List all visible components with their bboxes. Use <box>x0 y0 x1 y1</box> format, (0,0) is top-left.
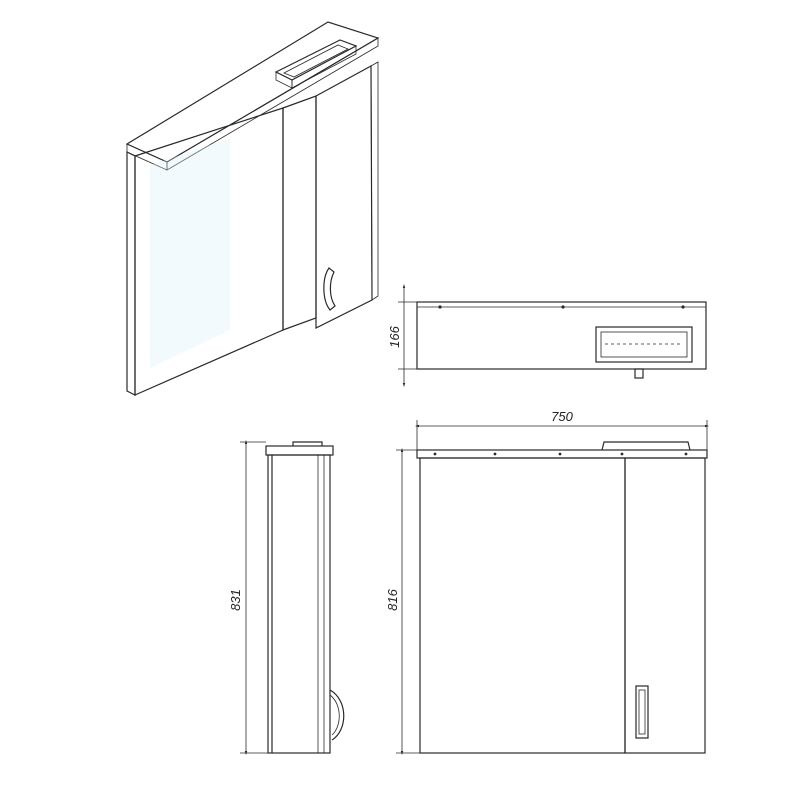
side-view-body <box>267 454 331 754</box>
top-view-lamp <box>595 326 693 363</box>
iso-door-handle-icon <box>323 267 336 311</box>
iso-cabinet-side <box>282 95 317 331</box>
front-view-top-shelf <box>416 449 708 459</box>
side-view-handle-icon <box>329 689 345 741</box>
iso-mirror-edge <box>126 151 136 396</box>
dim-front-width: 750 <box>415 409 709 450</box>
front-view-lamp <box>601 441 691 451</box>
iso-lamp-front <box>275 71 293 89</box>
dim-front-height: 816 <box>385 448 420 755</box>
top-view-screw <box>681 305 685 309</box>
front-view: 750 816 <box>385 409 709 755</box>
iso-cabinet-door-edge <box>370 61 379 301</box>
side-view-lamp <box>292 441 323 446</box>
isometric-view <box>125 21 380 396</box>
top-view-screw <box>561 305 565 309</box>
dim-front-width-label: 750 <box>551 409 573 424</box>
top-view-body <box>416 301 707 370</box>
top-view-screw <box>438 305 442 309</box>
dim-top-depth: 166 <box>387 284 417 387</box>
iso-lamp-side <box>291 45 357 89</box>
top-view-handle <box>634 368 644 379</box>
front-view-door <box>624 457 706 754</box>
dim-top-depth-label: 166 <box>387 325 402 347</box>
iso-mirror-reflection <box>150 138 230 368</box>
iso-lamp-inner <box>283 44 349 78</box>
side-view-top-shelf <box>265 445 334 456</box>
top-view: 166 <box>387 284 707 387</box>
side-view: 831 <box>228 440 345 755</box>
dim-side-height-label: 831 <box>228 589 243 611</box>
iso-top-shelf <box>125 21 380 163</box>
front-view-mirror <box>419 457 626 754</box>
front-view-handle-icon <box>635 685 649 739</box>
dim-side-height: 831 <box>228 440 268 755</box>
dim-front-height-label: 816 <box>385 588 400 610</box>
